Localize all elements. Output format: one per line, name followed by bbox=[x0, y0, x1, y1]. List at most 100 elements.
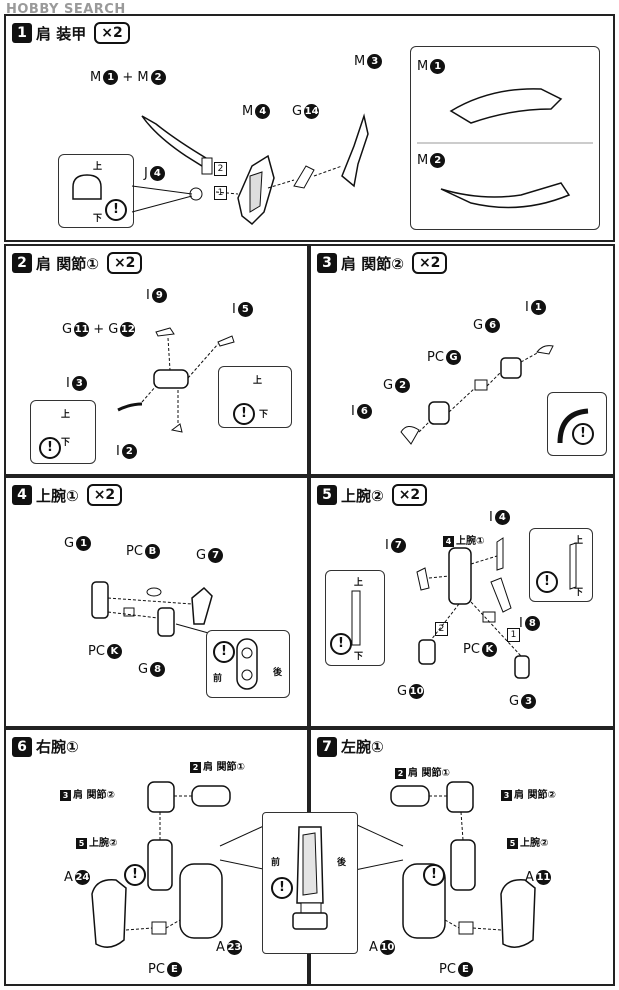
step-5-title: 上腕② bbox=[341, 486, 384, 505]
inset-bottom-label: 下 bbox=[259, 410, 269, 420]
caution-icon: ! bbox=[536, 571, 558, 593]
center-inset-drawing bbox=[292, 826, 328, 930]
step-4-number: 4 bbox=[12, 485, 32, 505]
step-5-header: 5 上腕② ×2 bbox=[317, 484, 428, 506]
step-6-header: 6 右腕① bbox=[12, 736, 79, 757]
caution-icon: ! bbox=[233, 403, 255, 425]
step-3-number: 3 bbox=[317, 253, 337, 273]
inset-drawing bbox=[557, 408, 589, 444]
center-inset: 前 後 ! bbox=[262, 812, 358, 954]
step-4-header: 4 上腕① ×2 bbox=[12, 484, 123, 506]
inset-bottom-label: 下 bbox=[61, 438, 71, 448]
step-3-inset: ! bbox=[547, 392, 607, 456]
inset-joint-drawing bbox=[72, 174, 102, 200]
step-1-number: 1 bbox=[12, 23, 32, 43]
step-1-title: 肩 装甲 bbox=[36, 24, 87, 43]
center-inset-back: 後 bbox=[337, 858, 347, 868]
caution-icon: ! bbox=[330, 633, 352, 655]
step-2-header: 2 肩 関節① ×2 bbox=[12, 252, 143, 274]
step-1-inset-joint: 上 下 ! bbox=[58, 154, 134, 228]
step-5-number: 5 bbox=[317, 485, 337, 505]
step-2-parts-drawing bbox=[117, 327, 235, 433]
step-5-inset-right: 上 下 ! bbox=[529, 528, 593, 602]
step-5-inset-left: 上 下 ! bbox=[325, 570, 385, 666]
step-2-inset-left: 上 下 ! bbox=[30, 400, 96, 464]
inset-drawing bbox=[351, 590, 361, 646]
step-4-parts-drawing bbox=[91, 581, 213, 637]
step-6-title: 右腕① bbox=[36, 738, 79, 756]
inset-top-label: 上 bbox=[61, 410, 71, 420]
step-3-title: 肩 関節② bbox=[341, 254, 404, 273]
step-5-times: ×2 bbox=[391, 484, 428, 506]
inset-front-label: 前 bbox=[213, 674, 223, 684]
step-7-title: 左腕① bbox=[341, 738, 384, 756]
caution-icon: ! bbox=[124, 864, 146, 886]
inset-bottom-label: 下 bbox=[93, 214, 103, 224]
caution-icon: ! bbox=[423, 864, 445, 886]
step-3-header: 3 肩 関節② ×2 bbox=[317, 252, 448, 274]
inset-top-label: 上 bbox=[253, 376, 263, 386]
step-7-header: 7 左腕① bbox=[317, 736, 384, 757]
caution-icon: ! bbox=[271, 877, 293, 899]
inset-drawing bbox=[569, 542, 577, 590]
inset-top-label: 上 bbox=[93, 162, 103, 172]
step-4-title: 上腕① bbox=[36, 486, 79, 505]
step-2-inset-right: 上 下 ! bbox=[218, 366, 292, 428]
center-inset-front: 前 bbox=[271, 858, 281, 868]
step-6-number: 6 bbox=[12, 736, 32, 757]
caution-icon: ! bbox=[39, 437, 61, 459]
step-4-inset: 前 後 ! bbox=[206, 630, 290, 698]
step-3-times: ×2 bbox=[411, 252, 448, 274]
inset-bottom-label: 下 bbox=[354, 652, 364, 662]
watermark-text: HOBBY SEARCH bbox=[6, 2, 126, 17]
inset-drawing bbox=[236, 638, 258, 690]
step-marker-1: 1 bbox=[507, 628, 520, 642]
step-1-times: ×2 bbox=[94, 22, 130, 44]
step-5-parts-drawing bbox=[416, 537, 530, 679]
inset-bottom-label: 下 bbox=[574, 588, 584, 598]
step-6-parts-drawing bbox=[91, 781, 269, 948]
step-2-times: ×2 bbox=[106, 252, 143, 274]
inset-top-label: 上 bbox=[354, 578, 364, 588]
inset-top-label: 上 bbox=[574, 536, 584, 546]
